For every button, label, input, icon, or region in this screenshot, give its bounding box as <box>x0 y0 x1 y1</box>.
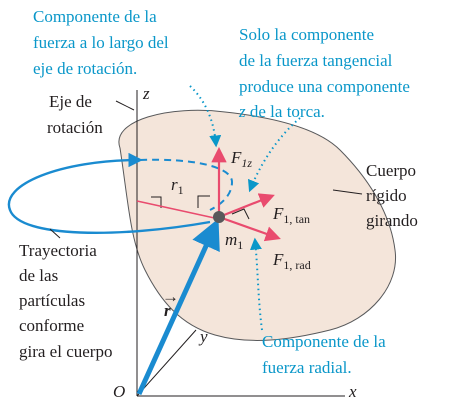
force-rad-arrow <box>218 215 281 242</box>
position-vector <box>136 218 220 396</box>
mass-label: m1 <box>225 230 243 252</box>
axis-label-line1: Eje de <box>49 92 92 111</box>
trajectory-label-line4: conforme <box>19 316 84 335</box>
callout-axis-line1: Componente de la <box>33 7 157 26</box>
leader-axis <box>115 100 135 111</box>
callout-radial-line2: fuerza radial. <box>262 358 352 377</box>
callout-arrow-radial <box>249 237 263 331</box>
rigid-body <box>118 109 397 341</box>
orbit-front <box>7 152 211 234</box>
trajectory-label-line1: Trayectoria <box>19 241 97 260</box>
body-label-line3: girando <box>366 211 418 230</box>
callout-arrow-axis <box>189 85 222 148</box>
position-vector-arrow: → <box>162 287 179 306</box>
callout-radial-line1: Componente de la <box>262 332 386 351</box>
radius-line <box>136 200 220 220</box>
right-angle-tangent <box>231 208 250 220</box>
leader-trajectory <box>49 228 61 239</box>
callout-tangential-line2: de la fuerza tangencial <box>239 51 393 70</box>
y-axis <box>136 329 197 397</box>
body-label-line2: rígido <box>366 186 407 205</box>
origin-label: O <box>113 382 125 399</box>
callout-axis-line2: fuerza a lo largo del <box>33 33 169 52</box>
force-z-label: F1z <box>230 148 252 170</box>
axis-label-line2: rotación <box>47 118 103 137</box>
callout-tangential-line4: z de la torca. <box>238 102 325 121</box>
particle <box>213 211 225 223</box>
body-label-line1: Cuerpo <box>366 161 416 180</box>
right-angle-particle <box>197 195 210 208</box>
right-angle-axis <box>151 196 162 208</box>
force-rad-label: F1, rad <box>272 250 311 272</box>
z-axis-label: z <box>142 84 150 103</box>
x-axis-label: x <box>348 382 357 399</box>
trajectory-label-line5: gira el cuerpo <box>19 342 112 361</box>
leader-body <box>332 189 363 195</box>
orbit-back <box>139 158 234 211</box>
trajectory-label-line2: de las <box>19 266 58 285</box>
trajectory-label-line3: partículas <box>19 291 85 310</box>
position-vector-label: r <box>164 301 171 320</box>
callout-tangential-line1: Solo la componente <box>239 25 374 44</box>
force-tan-arrow <box>218 193 275 219</box>
y-axis-label: y <box>198 327 208 346</box>
force-tan-label: F1, tan <box>272 204 310 226</box>
callout-tangential-line3: produce una componente <box>239 77 410 96</box>
callout-axis-line3: eje de rotación. <box>33 59 137 78</box>
radius-label: r1 <box>171 175 184 197</box>
